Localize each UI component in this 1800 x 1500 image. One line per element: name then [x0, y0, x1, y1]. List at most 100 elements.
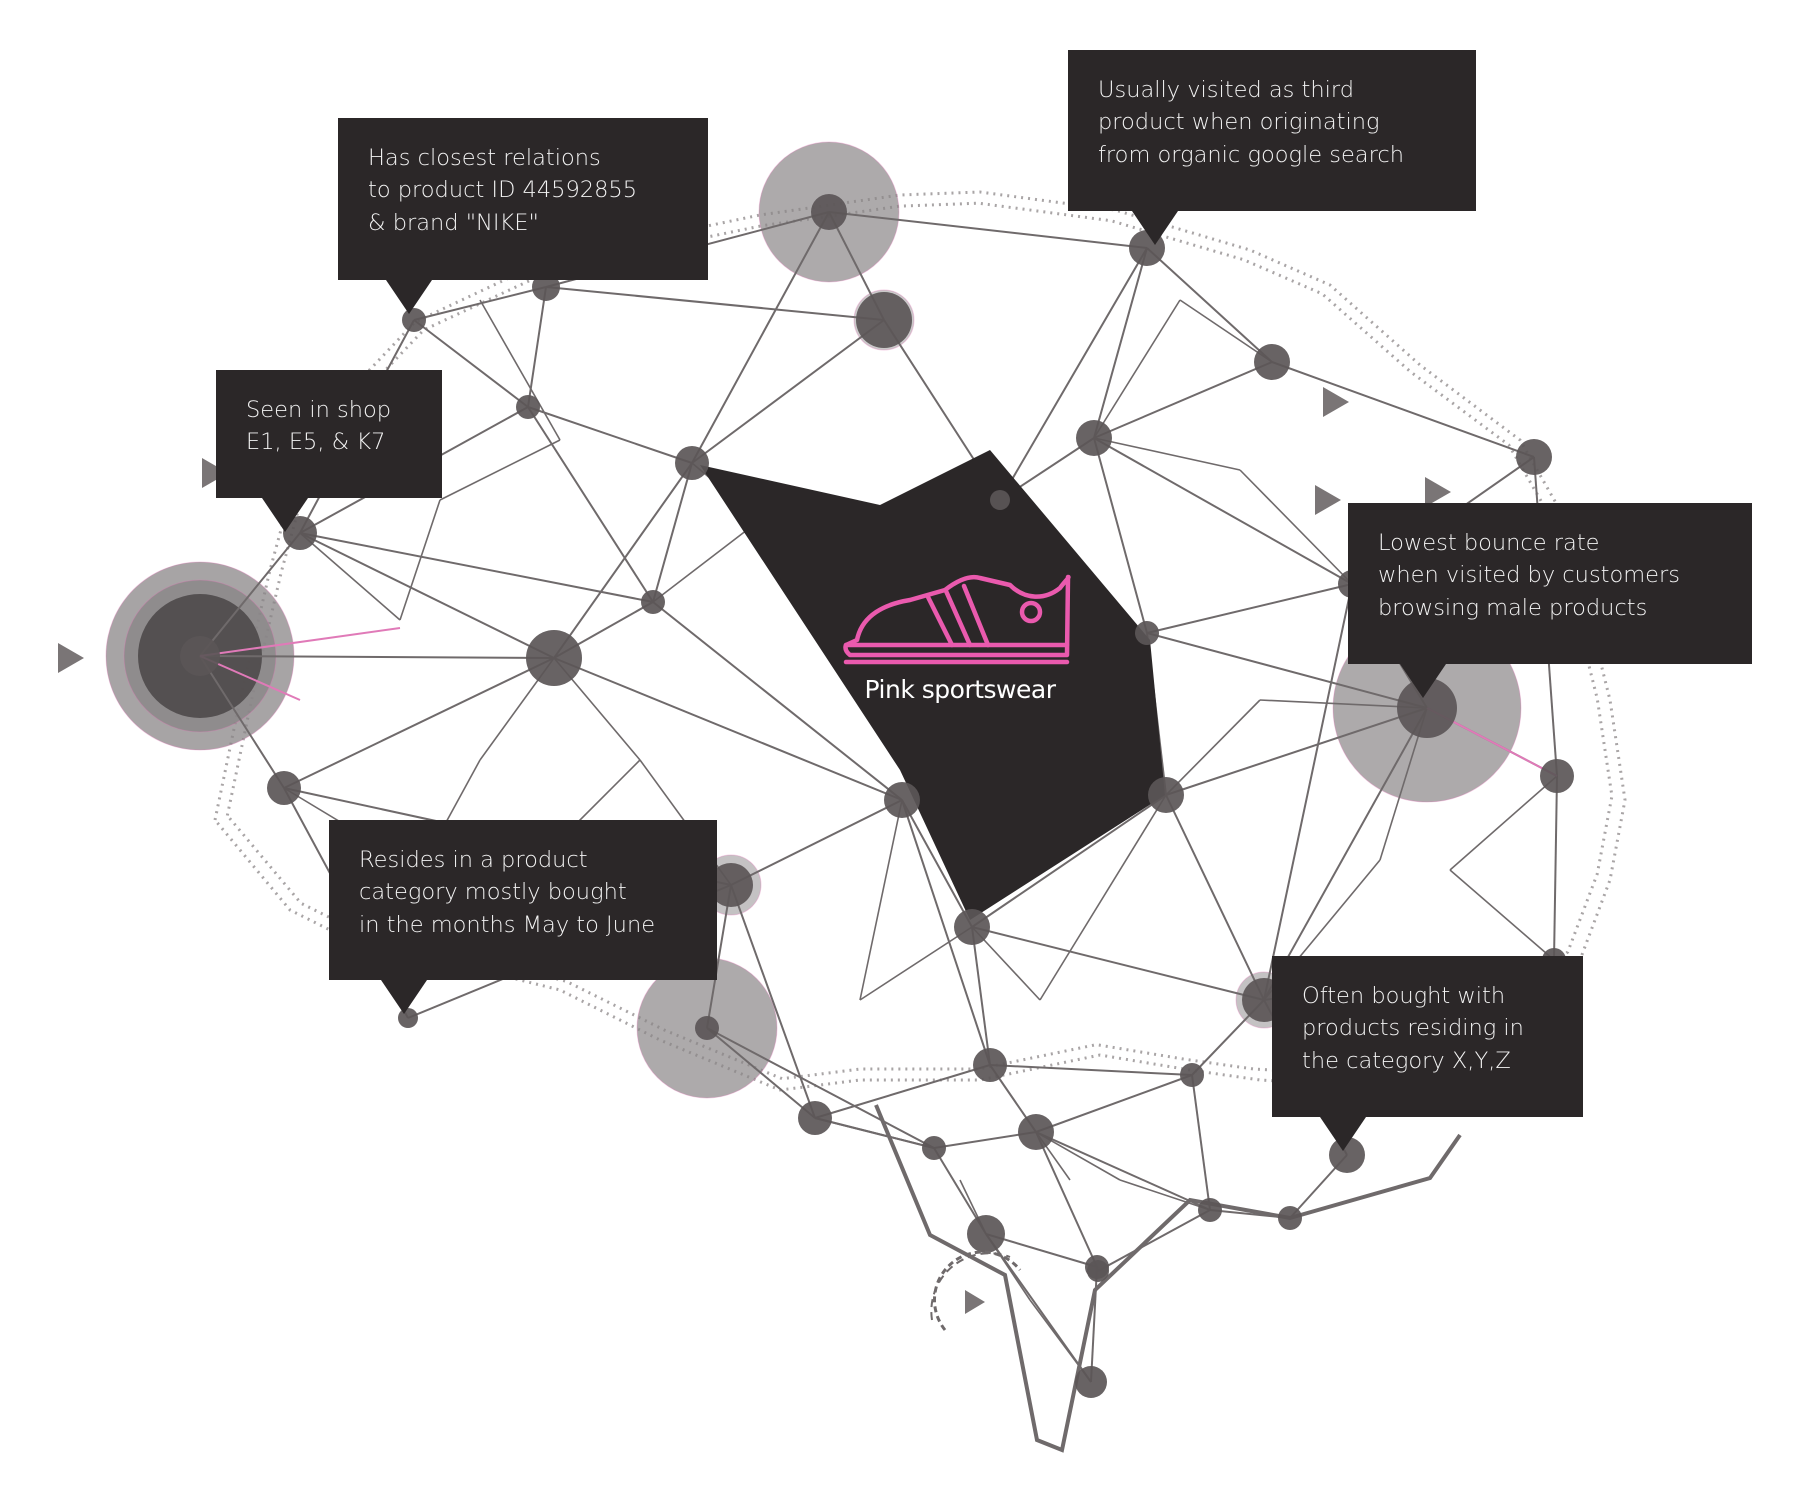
annotation-third-visit: Usually visited as third product when or…	[1068, 50, 1476, 211]
network-node	[1087, 1260, 1109, 1282]
network-edge	[692, 212, 829, 463]
network-node	[526, 630, 582, 686]
network-node	[180, 636, 220, 676]
annotation-product-relations: Has closest relations to product ID 4459…	[338, 118, 708, 280]
network-edge	[554, 463, 692, 658]
network-edge	[1264, 584, 1352, 1000]
network-edge	[528, 407, 692, 463]
annotation-line: products residing in	[1302, 1012, 1553, 1044]
network-edge	[546, 287, 884, 320]
network-edge	[1000, 248, 1147, 500]
network-node	[641, 590, 665, 614]
annotation-line: Seen in shop	[246, 394, 412, 426]
annotation-bought-with: Often bought with products residing in t…	[1272, 956, 1583, 1117]
network-edge	[1036, 1132, 1210, 1210]
network-node	[990, 490, 1010, 510]
network-edge	[1094, 300, 1180, 438]
network-node	[856, 292, 912, 348]
network-edge	[1166, 795, 1264, 1000]
network-node	[1180, 1063, 1204, 1087]
play-marker-icon	[1323, 387, 1349, 417]
network-node	[1540, 759, 1574, 793]
network-node	[1254, 344, 1290, 380]
brainstem-outline	[876, 1105, 1460, 1450]
annotation-line: browsing male products	[1378, 592, 1722, 624]
network-node	[973, 1048, 1007, 1082]
network-node	[884, 782, 920, 818]
annotation-line: when visited by customers	[1378, 559, 1722, 591]
annotation-line: the category X,Y,Z	[1302, 1045, 1553, 1077]
annotation-line: & brand "NIKE"	[368, 207, 678, 239]
network-edge	[300, 533, 400, 620]
annotation-line: category mostly bought	[359, 876, 687, 908]
network-edge	[972, 927, 990, 1065]
network-node	[1075, 1366, 1107, 1398]
network-node	[1135, 621, 1159, 645]
network-edge	[480, 300, 560, 440]
network-node	[1198, 1198, 1222, 1222]
network-edge	[653, 520, 760, 602]
annotation-line: from organic google search	[1098, 139, 1446, 171]
play-marker-icon	[58, 643, 84, 673]
annotation-seasonality: Resides in a product category mostly bou…	[329, 820, 717, 980]
annotation-bounce-rate: Lowest bounce rate when visited by custo…	[1348, 503, 1752, 664]
annotation-line: product when originating	[1098, 106, 1446, 138]
network-edge	[1098, 1210, 1210, 1271]
annotation-line: to product ID 44592855	[368, 174, 678, 206]
network-node	[811, 194, 847, 230]
network-edge	[440, 440, 560, 500]
annotation-line: Lowest bounce rate	[1378, 527, 1722, 559]
network-edge	[1554, 776, 1557, 960]
network-node	[1148, 777, 1184, 813]
annotation-line: Resides in a product	[359, 844, 687, 876]
network-edge	[1120, 1180, 1210, 1210]
network-edge	[1036, 1075, 1192, 1132]
play-marker-icon	[965, 1290, 985, 1314]
network-edge	[1450, 870, 1554, 960]
annotation-line: Has closest relations	[368, 142, 678, 174]
network-edge	[1272, 362, 1534, 457]
annotation-line: Usually visited as third	[1098, 74, 1446, 106]
annotation-line: Often bought with	[1302, 980, 1553, 1012]
network-edge	[1094, 248, 1147, 438]
network-node	[967, 1215, 1005, 1253]
annotation-line: in the months May to June	[359, 909, 687, 941]
network-edge	[1166, 700, 1260, 795]
play-marker-icon	[1315, 485, 1341, 515]
network-node	[922, 1136, 946, 1160]
annotation-shops: Seen in shop E1, E5, & K7	[216, 370, 442, 498]
network-edge	[815, 1118, 934, 1148]
network-edge	[284, 658, 554, 788]
annotation-line: E1, E5, & K7	[246, 426, 412, 458]
network-edge	[414, 287, 546, 320]
network-edge	[300, 533, 554, 658]
network-node	[954, 909, 990, 945]
network-edge	[815, 1065, 990, 1118]
network-edge	[692, 320, 884, 463]
network-edge	[731, 800, 902, 885]
network-node	[695, 1016, 719, 1040]
network-edge	[860, 800, 902, 1000]
network-edge	[1091, 1267, 1097, 1382]
network-edge	[1094, 362, 1272, 438]
center-product-label: Pink sportswear	[820, 675, 1100, 704]
network-edge	[1147, 584, 1352, 633]
network-node	[798, 1101, 832, 1135]
network-edge	[860, 927, 972, 1000]
network-edge	[1036, 1132, 1097, 1267]
network-edge	[653, 463, 692, 602]
network-node	[675, 446, 709, 480]
network-edge	[1094, 438, 1352, 584]
network-node	[267, 771, 301, 805]
network-edge	[528, 407, 653, 602]
network-node	[1278, 1206, 1302, 1230]
network-node	[1018, 1114, 1054, 1150]
network-node	[516, 395, 540, 419]
network-node	[1076, 420, 1112, 456]
network-edge	[1240, 470, 1352, 584]
network-node	[1516, 439, 1552, 475]
network-edge	[1094, 438, 1240, 470]
network-edge	[1192, 1075, 1210, 1210]
network-edge	[972, 927, 1264, 1000]
